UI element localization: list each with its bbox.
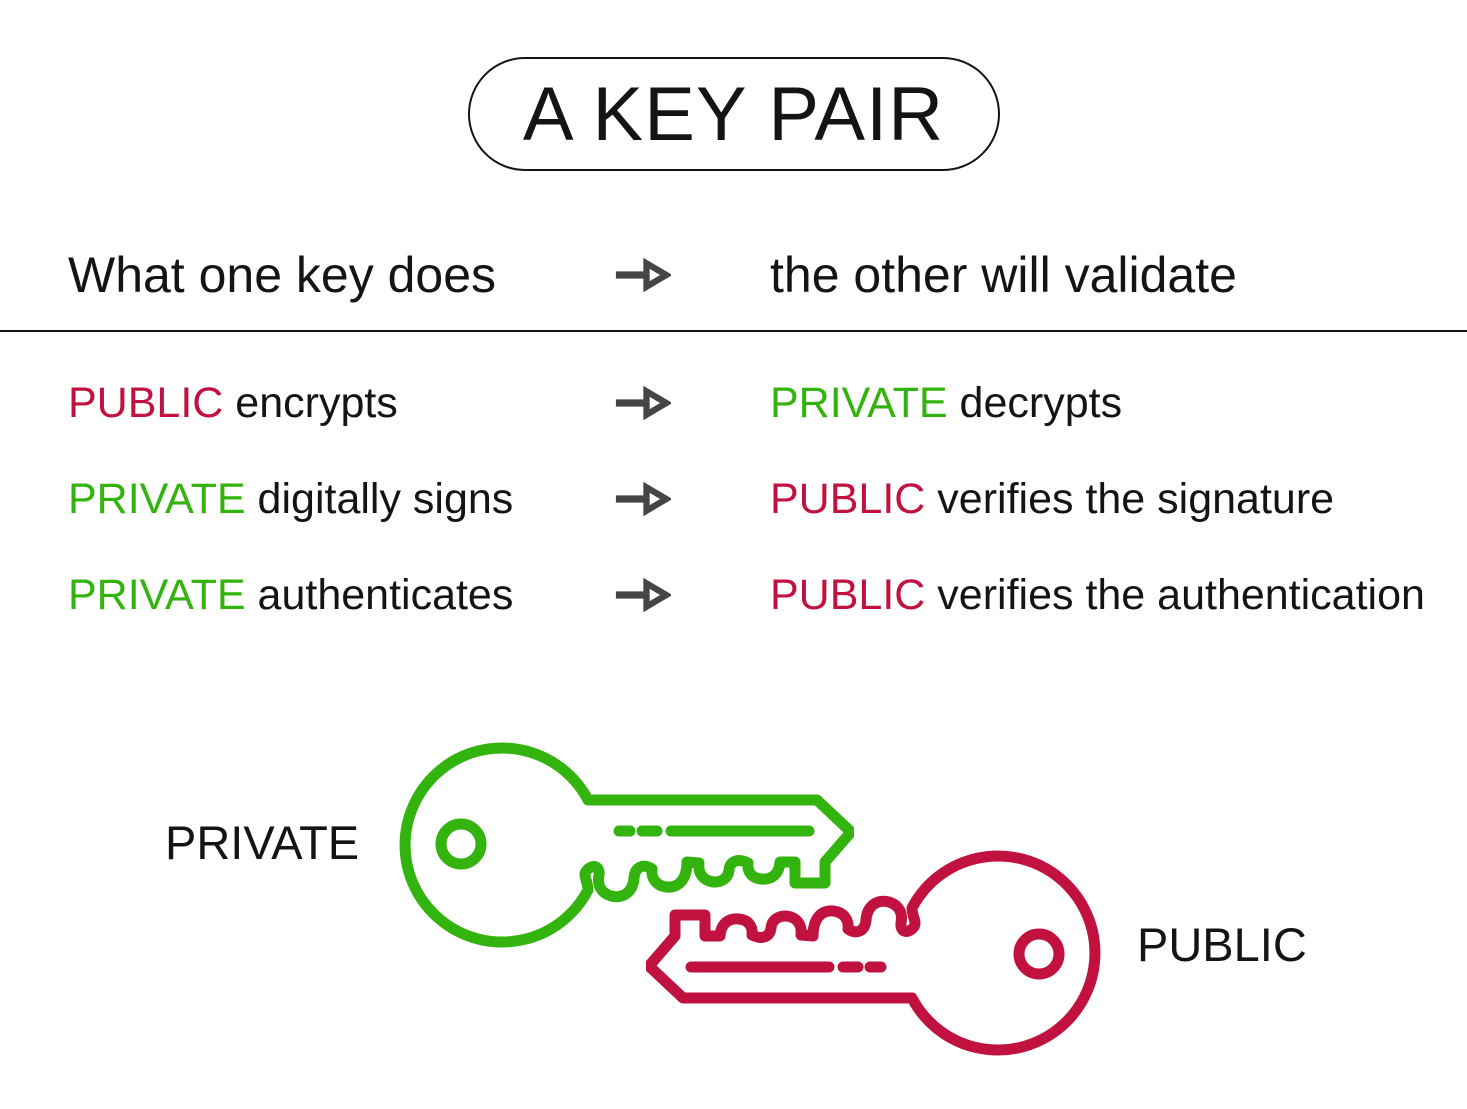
left-action-text: authenticates	[245, 571, 514, 619]
right-arrow-icon	[613, 481, 671, 517]
right-key-word: PRIVATE	[770, 379, 948, 427]
crimson-key-icon	[646, 850, 1101, 1056]
right-arrow-icon	[613, 257, 671, 293]
title-pill: A KEY PAIR	[467, 57, 1000, 171]
right-action-text: decrypts	[947, 379, 1123, 427]
header-left-label: What one key does	[68, 247, 497, 303]
right-key-word: PUBLIC	[770, 571, 926, 619]
table-row: PRIVATE digitally signs PUBLIC verifies …	[68, 474, 1408, 534]
green-key-icon	[399, 742, 854, 948]
page-title: A KEY PAIR	[522, 71, 945, 157]
header-right-label: the other will validate	[770, 247, 1237, 303]
left-key-word: PRIVATE	[68, 571, 246, 619]
left-action-text: encrypts	[223, 379, 398, 427]
right-arrow-icon	[613, 385, 671, 421]
right-arrow-icon	[613, 577, 671, 613]
row-left-cell: PRIVATE digitally signs	[68, 474, 513, 524]
row-right-cell: PUBLIC verifies the authentication	[770, 570, 1425, 620]
table-row: PUBLIC encrypts PRIVATE decrypts	[68, 378, 1408, 438]
right-key-word: PUBLIC	[770, 475, 926, 523]
left-key-word: PUBLIC	[68, 379, 224, 427]
row-right-cell: PRIVATE decrypts	[770, 378, 1122, 428]
header-divider-line	[0, 330, 1467, 332]
table-header-row: What one key does the other will validat…	[68, 246, 1408, 306]
row-right-cell: PUBLIC verifies the signature	[770, 474, 1334, 524]
table-row: PRIVATE authenticates PUBLIC verifies th…	[68, 570, 1425, 630]
right-action-text: verifies the authentication	[925, 571, 1425, 619]
left-key-word: PRIVATE	[68, 475, 246, 523]
row-left-cell: PRIVATE authenticates	[68, 570, 513, 620]
private-key-label: PRIVATE	[165, 816, 360, 869]
row-left-cell: PUBLIC encrypts	[68, 378, 398, 428]
left-action-text: digitally signs	[245, 475, 514, 523]
public-key-label: PUBLIC	[1137, 918, 1307, 971]
right-action-text: verifies the signature	[925, 475, 1335, 523]
